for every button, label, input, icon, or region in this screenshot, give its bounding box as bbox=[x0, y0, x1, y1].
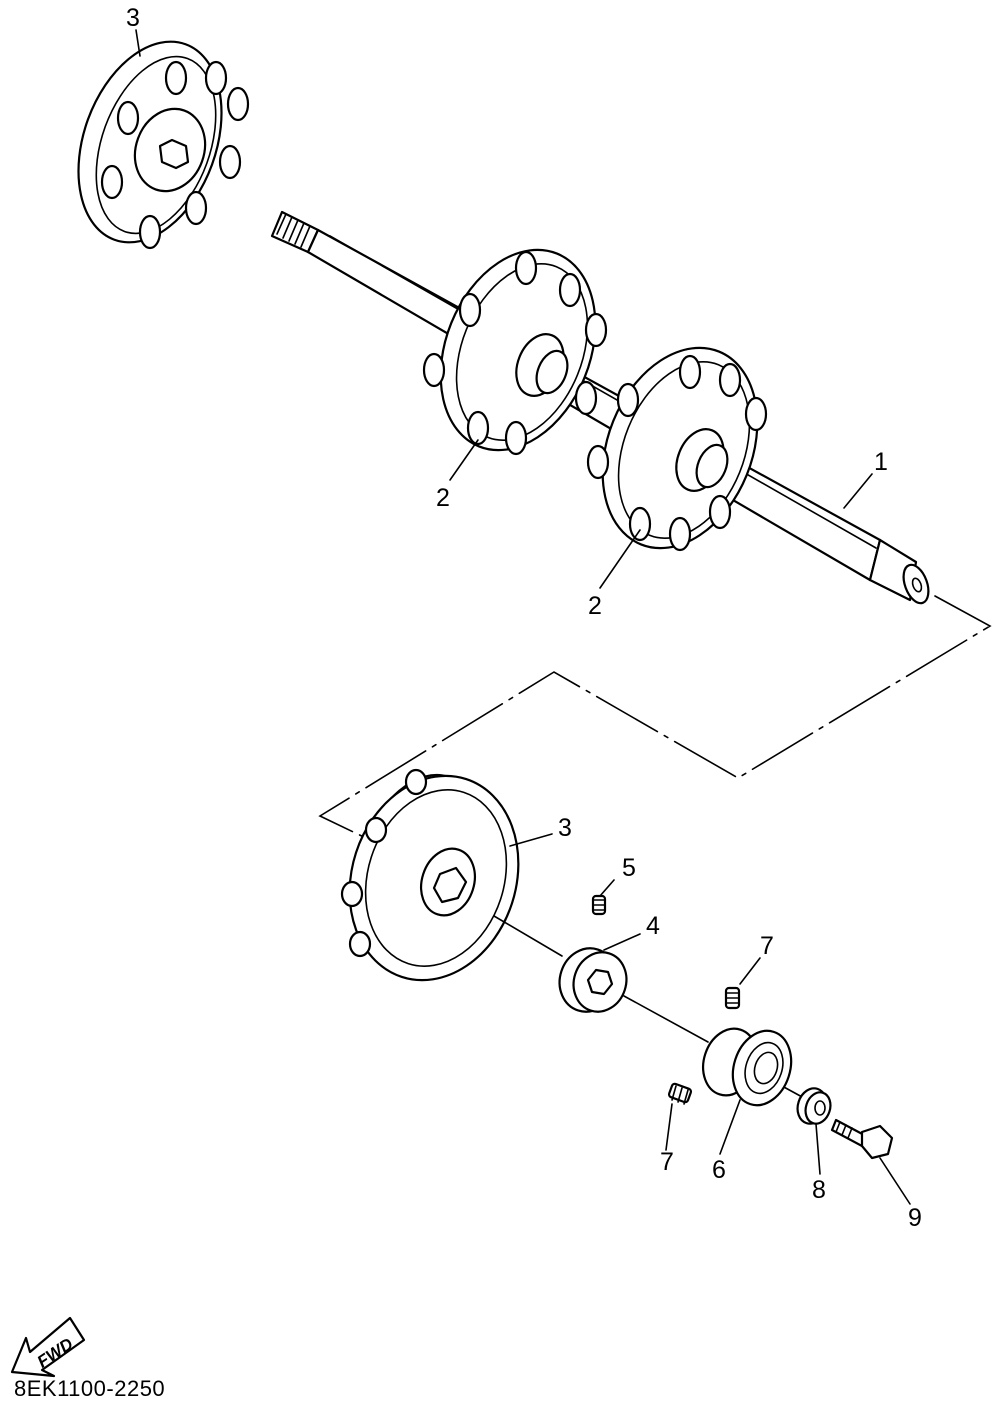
callout-3-bottom: 3 bbox=[558, 814, 572, 842]
set-screw-7-lower bbox=[667, 1082, 693, 1105]
leader-lines bbox=[135, 29, 911, 1205]
callout-7-upper: 7 bbox=[760, 932, 774, 960]
sprocket-wheel-top bbox=[77, 40, 250, 250]
callout-6: 6 bbox=[712, 1156, 726, 1184]
callout-2-right: 2 bbox=[588, 592, 602, 620]
bolt bbox=[830, 1118, 894, 1160]
collar bbox=[558, 947, 628, 1013]
track-sprocket-right bbox=[586, 346, 768, 552]
callout-9: 9 bbox=[908, 1204, 922, 1232]
callout-7-lower: 7 bbox=[660, 1148, 674, 1176]
sprocket-wheel-bottom bbox=[340, 768, 520, 982]
set-screw-7-upper bbox=[724, 986, 741, 1010]
callout-2-left: 2 bbox=[436, 484, 450, 512]
callout-labels: 3 2 2 1 3 5 4 7 7 6 8 9 bbox=[126, 4, 922, 1232]
callout-8: 8 bbox=[812, 1176, 826, 1204]
reference-lines bbox=[318, 595, 992, 841]
callout-5: 5 bbox=[622, 854, 636, 882]
callout-1: 1 bbox=[874, 448, 888, 476]
bearing bbox=[702, 1027, 793, 1107]
fwd-arrow: FWD bbox=[10, 1316, 86, 1378]
nut bbox=[796, 1087, 832, 1125]
callout-4: 4 bbox=[646, 912, 660, 940]
track-sprocket-left bbox=[422, 248, 608, 456]
drawing-code: 8EK1100-2250 bbox=[14, 1376, 166, 1401]
drive-shaft bbox=[270, 210, 930, 605]
callout-3-top: 3 bbox=[126, 4, 140, 32]
set-screw-5 bbox=[591, 894, 607, 916]
